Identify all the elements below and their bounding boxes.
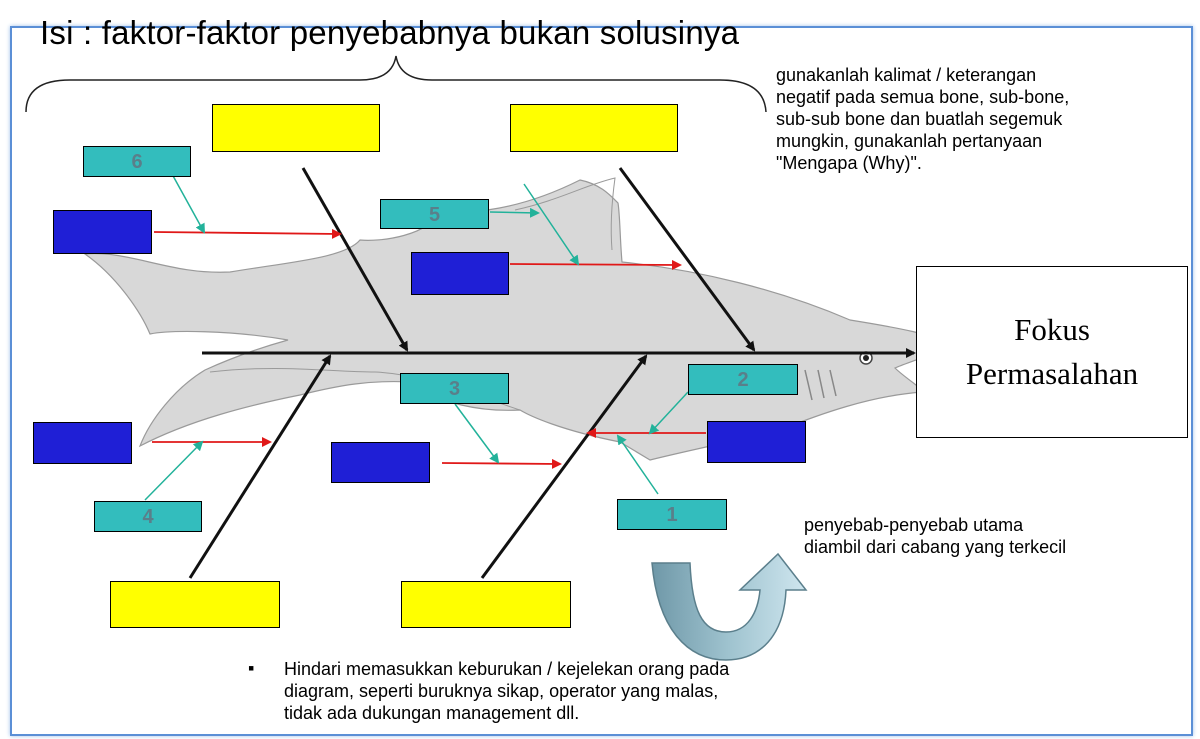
sub-sub-arrow-1 [616,434,659,495]
instruction-note-right: penyebab-penyebab utama diambil dari cab… [804,514,1066,558]
sub-bone-arrow-2 [509,259,682,270]
sub-cause-box-1: 1 [617,499,727,530]
shark-dorsal-fin [514,177,616,251]
sub-bone-arrow-1 [153,228,342,239]
shark-gill-lines [804,369,837,401]
sub-sub-arrow-4 [144,440,204,501]
sub-sub-arrow-5b [523,183,580,266]
note-bottom-line: diagram, seperti buruknya sikap, operato… [284,681,719,701]
problem-focus-box: Fokus Permasalahan [916,266,1188,438]
note-top-line: mungkin, gunakanlah pertanyaan [776,131,1043,151]
note-top-line: negatif pada semua bone, sub-bone, [776,87,1070,107]
instruction-note-bottom: Hindari memasukkan keburukan / kejelekan… [284,658,729,724]
bone-bottom-left [188,354,332,579]
note-bottom-line: tidak ada dukungan management dll. [284,703,580,723]
cause-box-bottom-middle [331,442,430,483]
sub-sub-arrow-6 [171,173,205,234]
cause-box-top-left [53,210,152,254]
note-right-line: diambil dari cabang yang terkecil [804,537,1067,557]
cause-box-top-middle [411,252,509,295]
note-bottom-line: Hindari memasukkan keburukan / kejelekan… [284,659,730,679]
sub-cause-box-6: 6 [83,146,191,177]
sub-cause-box-5: 5 [380,199,489,229]
sub-bone-arrow-4 [441,458,562,469]
note-right-line: penyebab-penyebab utama [804,515,1024,535]
category-box-top-left [212,104,380,152]
shark-body [83,179,952,461]
note-top-line: gunakanlah kalimat / keterangan [776,65,1037,85]
diagram-title: Isi : faktor-faktor penyebabnya bukan so… [40,14,740,51]
bone-top-left [301,167,409,352]
bone-top-right [618,167,756,352]
sub-sub-arrow-2 [648,391,689,435]
u-turn-arrow [651,552,808,661]
category-box-top-right [510,104,678,152]
instruction-note-top: gunakanlah kalimat / keterangan negatif … [776,64,1069,174]
sub-sub-arrow-5a [489,207,540,218]
bullet-icon: ▪ [248,658,255,678]
category-box-bottom-left [110,581,280,628]
bone-bottom-right [480,354,648,579]
problem-focus-line2: Permasalahan [965,356,1139,391]
problem-focus-line1: Fokus [1014,312,1090,347]
cause-box-bottom-right [707,421,806,463]
sub-cause-box-2: 2 [688,364,798,395]
cause-box-bottom-left [33,422,132,464]
sub-sub-arrow-3 [454,403,500,464]
curly-brace [25,55,767,113]
note-top-line: "Mengapa (Why)". [776,153,922,173]
note-top-line: sub-sub bone dan buatlah segemuk [776,109,1063,129]
sub-cause-box-4: 4 [94,501,202,532]
category-box-bottom-right [401,581,571,628]
sub-cause-box-3: 3 [400,373,509,404]
